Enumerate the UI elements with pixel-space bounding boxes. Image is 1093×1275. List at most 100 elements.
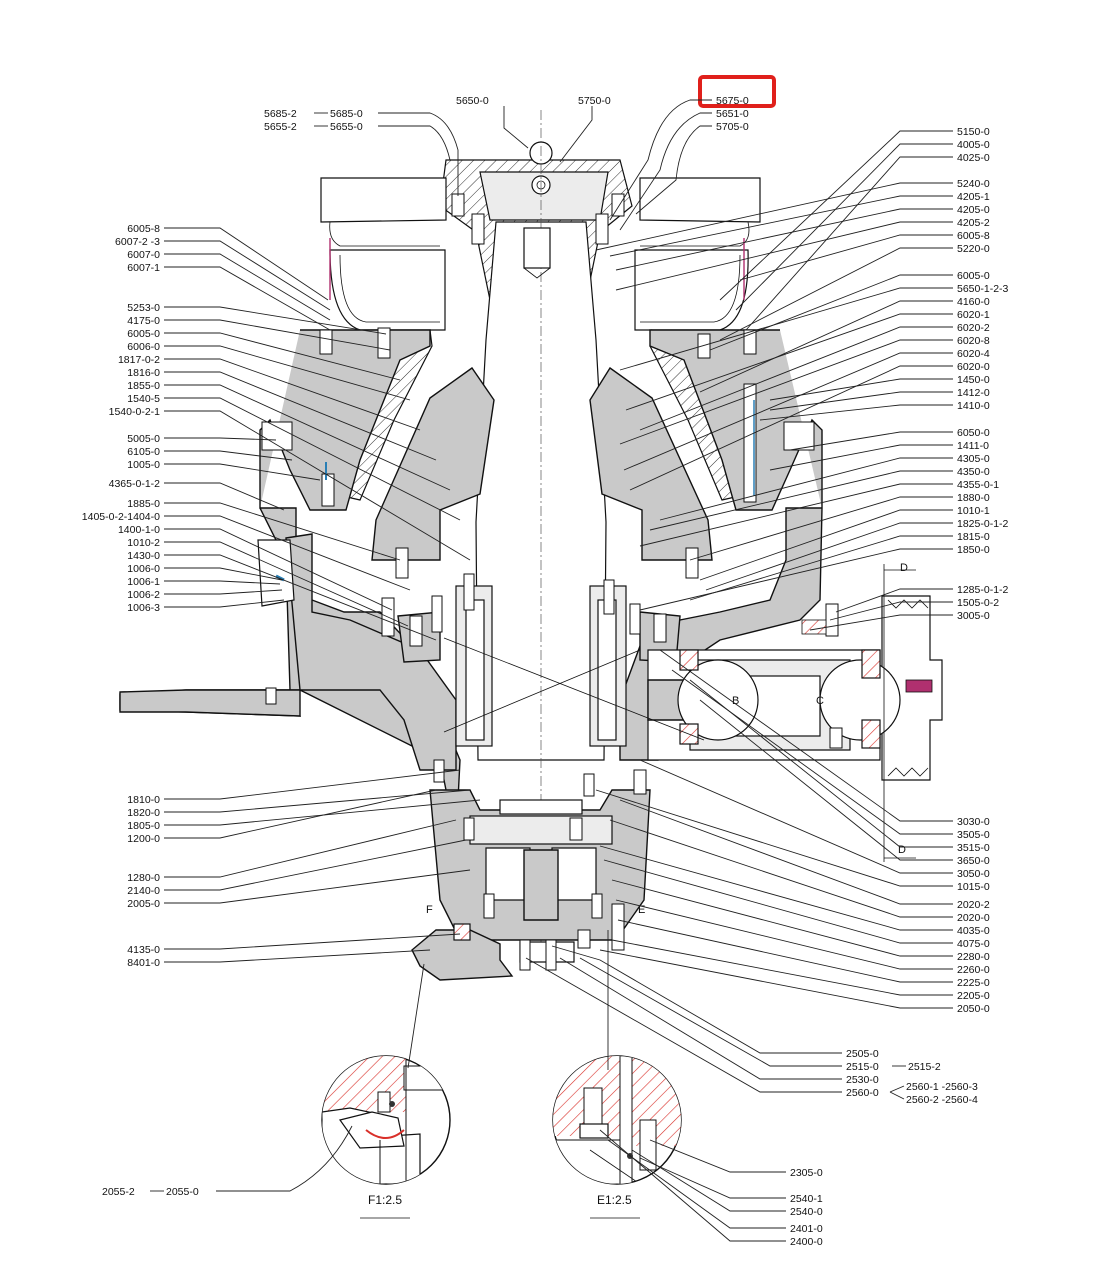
label-6105-0: 6105-0 [127, 446, 160, 458]
crusher-cross-section [119, 110, 943, 981]
label-1006-3: 1006-3 [127, 602, 160, 614]
label-1815-0: 1815-0 [957, 531, 990, 543]
detail-e: E1:2.5 [552, 930, 682, 1219]
label-6005-0: 6005-0 [957, 270, 990, 282]
label-3050-0: 3050-0 [957, 868, 990, 880]
label-2260-0: 2260-0 [957, 964, 990, 976]
label-5005-0: 5005-0 [127, 433, 160, 445]
label-6005-0: 6005-0 [127, 328, 160, 340]
label-2305-0: 2305-0 [790, 1167, 823, 1179]
label-1540-5: 1540-5 [127, 393, 160, 405]
label-6020-4: 6020-4 [957, 348, 990, 360]
bottom-right-labels: 2505-0 2515-0 2515-2 2530-0 2560-0 2560-… [525, 945, 978, 1106]
section-d-bottom: D [898, 844, 906, 856]
label-2050-0: 2050-0 [957, 1003, 990, 1015]
label-1450-0: 1450-0 [957, 374, 990, 386]
label-4135-0: 4135-0 [127, 944, 160, 956]
section-b: B [732, 695, 739, 707]
label-2515-2: 2515-2 [908, 1061, 941, 1073]
label-6020-1: 6020-1 [957, 309, 990, 321]
label-3005-0: 3005-0 [957, 610, 990, 622]
label-6005-8: 6005-8 [127, 223, 160, 235]
label-1880-0: 1880-0 [957, 492, 990, 504]
label-1410-0: 1410-0 [957, 400, 990, 412]
label-1820-0: 1820-0 [127, 807, 160, 819]
label-4175-0: 4175-0 [127, 315, 160, 327]
section-f: F [426, 904, 433, 916]
label-4025-0: 4025-0 [957, 152, 990, 164]
label-1805-0: 1805-0 [127, 820, 160, 832]
label-1280-0: 1280-0 [127, 872, 160, 884]
label-1430-0: 1430-0 [127, 550, 160, 562]
label-6005-8: 6005-8 [957, 230, 990, 242]
label-2055-2: 2055-2 [102, 1186, 135, 1198]
label-2540-1: 2540-1 [790, 1193, 823, 1205]
label-2401-0: 2401-0 [790, 1223, 823, 1235]
label-1850-0: 1850-0 [957, 544, 990, 556]
label-5650-0: 5650-0 [456, 95, 489, 107]
label-2505-0: 2505-0 [846, 1048, 879, 1060]
top-labels: 5650-0 5750-0 5675-0 5651-0 5705-0 5685-… [264, 95, 749, 133]
label-2055-0: 2055-0 [166, 1186, 199, 1198]
label-5253-0: 5253-0 [127, 302, 160, 314]
label-1005-0: 1005-0 [127, 459, 160, 471]
label-4075-0: 4075-0 [957, 938, 990, 950]
label-2540-0: 2540-0 [790, 1206, 823, 1218]
label-1817-0-2: 1817-0-2 [118, 354, 160, 366]
label-2005-0: 2005-0 [127, 898, 160, 910]
label-1015-0: 1015-0 [957, 881, 990, 893]
label-1285-0-1-2: 1285-0-1-2 [957, 584, 1009, 596]
label-2560-0: 2560-0 [846, 1087, 879, 1099]
label-2140-0: 2140-0 [127, 885, 160, 897]
label-2515-0: 2515-0 [846, 1061, 879, 1073]
label-6007-0: 6007-0 [127, 249, 160, 261]
label-1405-0-2-1404-0: 1405-0-2-1404-0 [82, 511, 160, 523]
label-6007-1: 6007-1 [127, 262, 160, 274]
label-1200-0: 1200-0 [127, 833, 160, 845]
right-labels: 5150-04005-04025-05240-04205-14205-04205… [595, 126, 1009, 1015]
label-2530-0: 2530-0 [846, 1074, 879, 1086]
label-1400-1-0: 1400-1-0 [118, 524, 160, 536]
label-3650-0: 3650-0 [957, 855, 990, 867]
label-3505-0: 3505-0 [957, 829, 990, 841]
label-6050-0: 6050-0 [957, 427, 990, 439]
label-5705-0: 5705-0 [716, 121, 749, 133]
label-1825-0-1-2: 1825-0-1-2 [957, 518, 1009, 530]
label-2560-2-2560-4: 2560-2 -2560-4 [906, 1094, 978, 1106]
label-2205-0: 2205-0 [957, 990, 990, 1002]
section-c: C [816, 695, 824, 707]
label-4205-1: 4205-1 [957, 191, 990, 203]
label-4205-0: 4205-0 [957, 204, 990, 216]
label-5655-2: 5655-2 [264, 121, 297, 133]
section-e: E [638, 904, 645, 916]
label-5750-0: 5750-0 [578, 95, 611, 107]
detail-f-title: F1:2.5 [368, 1193, 402, 1207]
label-5655-0: 5655-0 [330, 121, 363, 133]
label-6007-2-3: 6007-2 -3 [115, 236, 160, 248]
label-8401-0: 8401-0 [127, 957, 160, 969]
label-1816-0: 1816-0 [127, 367, 160, 379]
label-6020-8: 6020-8 [957, 335, 990, 347]
label-5240-0: 5240-0 [957, 178, 990, 190]
label-4160-0: 4160-0 [957, 296, 990, 308]
label-2020-2: 2020-2 [957, 899, 990, 911]
label-1540-0-2-1: 1540-0-2-1 [109, 406, 161, 418]
label-1006-1: 1006-1 [127, 576, 160, 588]
label-1010-2: 1010-2 [127, 537, 160, 549]
label-1885-0: 1885-0 [127, 498, 160, 510]
label-1010-1: 1010-1 [957, 505, 990, 517]
label-1411-0: 1411-0 [957, 440, 989, 452]
label-3515-0: 3515-0 [957, 842, 990, 854]
label-4355-0-1: 4355-0-1 [957, 479, 999, 491]
label-1412-0: 1412-0 [957, 387, 990, 399]
label-6006-0: 6006-0 [127, 341, 160, 353]
label-1855-0: 1855-0 [127, 380, 160, 392]
label-1505-0-2: 1505-0-2 [957, 597, 999, 609]
label-2280-0: 2280-0 [957, 951, 990, 963]
section-d-top: D [900, 562, 908, 574]
label-2020-0: 2020-0 [957, 912, 990, 924]
label-4305-0: 4305-0 [957, 453, 990, 465]
